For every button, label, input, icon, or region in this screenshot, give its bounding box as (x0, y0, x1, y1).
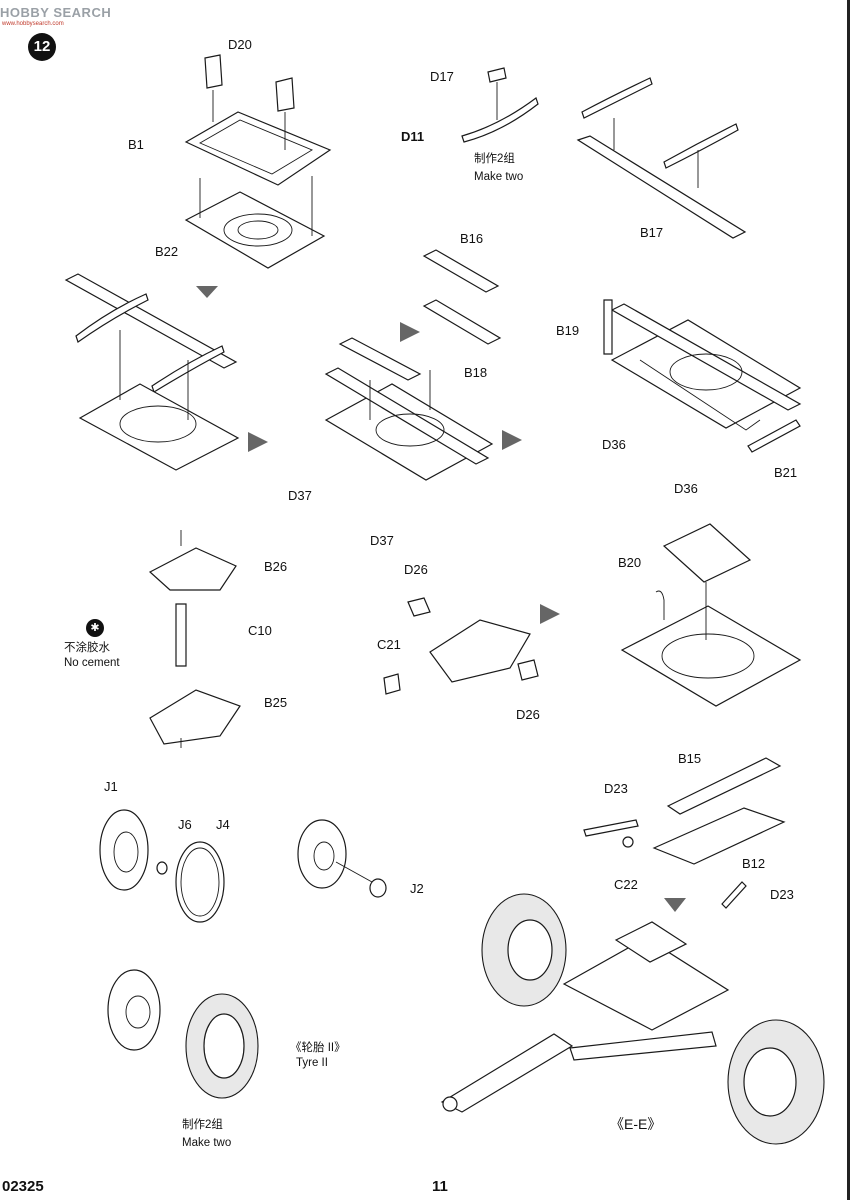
part-label-d11: D11 (401, 129, 425, 144)
part-label-b26: B26 (264, 559, 288, 574)
part-label-d26-a: D26 (404, 562, 428, 577)
tyre-note-en: Tyre II (296, 1057, 328, 1069)
part-label-b12: B12 (742, 856, 766, 871)
no-cement-note-cn: 不涂胶水 (64, 642, 110, 654)
b1-frame-drawing (184, 54, 332, 186)
trail-bracket-d26-c21 (383, 597, 539, 695)
part-label-d37-a: D37 (288, 488, 312, 503)
part-label-j2: J2 (410, 881, 424, 896)
make-two-note-en-1: Make two (474, 171, 524, 183)
wheel-j1-j4-drawing (99, 809, 225, 923)
watermark-url: www.hobbysearch.com (2, 21, 64, 27)
direction-arrows (196, 286, 686, 912)
part-label-d37-b: D37 (370, 533, 394, 548)
part-label-j1: J1 (104, 779, 118, 794)
part-label-j4: J4 (216, 817, 230, 832)
b17-axle-drawing (576, 77, 747, 239)
no-cement-note-en: No cement (64, 657, 120, 669)
part-label-b18: B18 (464, 365, 488, 380)
part-label-c22: C22 (614, 877, 638, 892)
chassis-axle-assembly-left (64, 273, 240, 471)
tyre-ii-drawing (107, 969, 259, 1099)
trail-b12-b15-d23 (583, 757, 786, 909)
no-cement-icon: ✱ (86, 619, 104, 637)
b19-b21-assembly (603, 299, 802, 453)
part-label-j6: J6 (178, 817, 192, 832)
page-right-border (847, 0, 850, 1200)
wheel-j2-drawing (297, 819, 387, 898)
b22-plate-drawing (184, 176, 326, 269)
d11-spring-drawing (461, 67, 539, 143)
make-two-note-cn-1: 制作2组 (474, 153, 515, 165)
b20-turntable-assembly (620, 523, 802, 707)
step-number-badge: 12 (28, 33, 56, 61)
part-label-b19: B19 (556, 323, 580, 338)
e-e-view-drawing (440, 893, 825, 1145)
part-label-c10: C10 (248, 623, 272, 638)
tyre-note-cn: 《轮胎 II》 (290, 1042, 346, 1054)
product-code: 02325 (2, 1178, 44, 1195)
make-two-note-cn-2: 制作2组 (182, 1119, 223, 1131)
part-label-b25: B25 (264, 695, 288, 710)
part-label-d17: D17 (430, 69, 454, 84)
part-label-c21: C21 (377, 637, 401, 652)
part-label-b15: B15 (678, 751, 702, 766)
part-label-b20: B20 (618, 555, 642, 570)
watermark: HOBBY SEARCH (0, 5, 112, 20)
part-label-d36-b: D36 (674, 481, 698, 496)
part-label-d20: D20 (228, 37, 252, 52)
part-label-b22: B22 (155, 244, 179, 259)
part-label-b16: B16 (460, 231, 484, 246)
b26-c10-b25-assembly (148, 530, 241, 748)
view-label-e-e: 《E-E》 (610, 1116, 662, 1132)
part-label-b1: B1 (128, 137, 144, 152)
part-label-b21: B21 (774, 465, 798, 480)
page-number: 11 (432, 1178, 448, 1195)
part-label-b17: B17 (640, 225, 664, 240)
make-two-note-en-2: Make two (182, 1137, 232, 1149)
b16-b18-assembly (324, 249, 502, 481)
part-label-d26-b: D26 (516, 707, 540, 722)
part-label-d23-a: D23 (604, 781, 628, 796)
part-label-d36-a: D36 (602, 437, 626, 452)
part-label-d23-b: D23 (770, 887, 794, 902)
